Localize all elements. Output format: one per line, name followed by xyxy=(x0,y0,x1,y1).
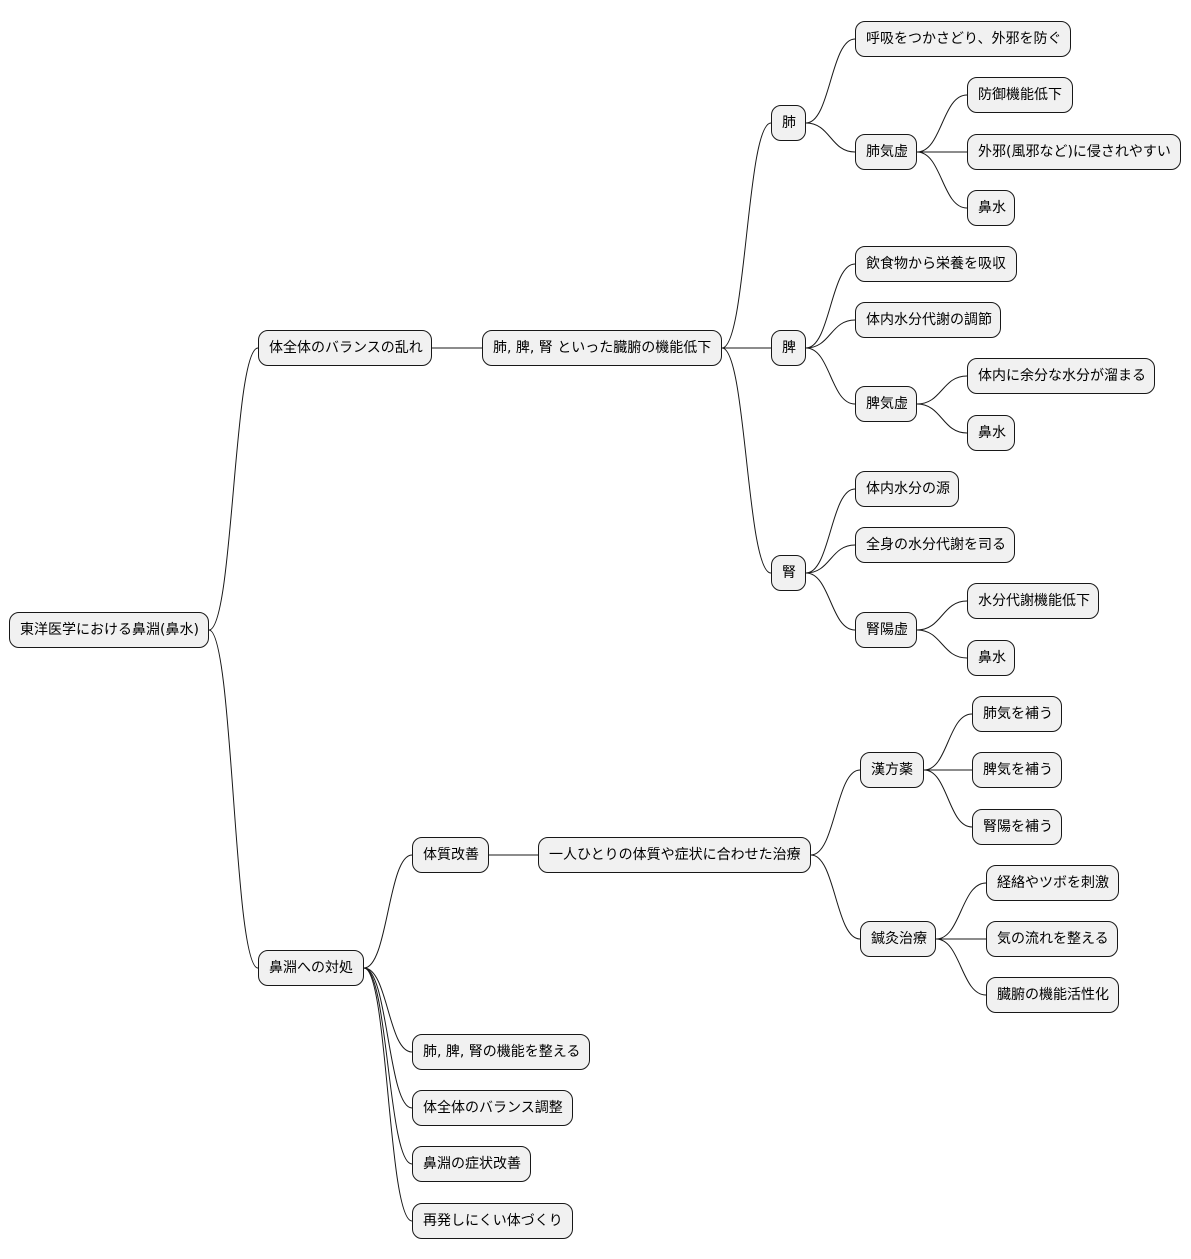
connector-line xyxy=(935,938,987,996)
connector-line xyxy=(923,769,973,828)
node-lung-qi-deficiency: 肺気虚 xyxy=(855,134,917,170)
connector-line xyxy=(805,38,856,124)
connector-line xyxy=(916,600,968,631)
connector-line xyxy=(363,967,413,1109)
connector-line xyxy=(721,122,772,349)
connector-line xyxy=(721,347,772,574)
node-kampo-spleen: 脾気を補う xyxy=(972,752,1062,788)
node-treat-symptoms: 鼻淵の症状改善 xyxy=(412,1146,531,1182)
connector-line xyxy=(923,713,973,771)
node-acu-qi-flow: 気の流れを整える xyxy=(986,921,1118,957)
connector-line xyxy=(916,403,968,434)
node-kidney-yang-deficiency: 腎陽虚 xyxy=(855,612,917,648)
connector-line xyxy=(363,967,413,1165)
connector-line xyxy=(916,94,968,153)
node-lung: 肺 xyxy=(771,105,806,141)
node-spleen-water: 体内水分代謝の調節 xyxy=(855,302,1001,338)
node-runny-nose-2: 鼻水 xyxy=(967,415,1015,451)
connector-line xyxy=(805,263,856,349)
node-treat-organs: 肺, 脾, 腎の機能を整える xyxy=(412,1034,590,1070)
connector-line xyxy=(805,544,856,574)
connector-line xyxy=(805,488,856,574)
connector-line xyxy=(805,122,856,153)
node-organ-function-decline: 肺, 脾, 腎 といった臓腑の機能低下 xyxy=(482,330,722,366)
node-acu-organ-activation: 臓腑の機能活性化 xyxy=(986,977,1119,1013)
node-constitution: 体質改善 xyxy=(412,837,489,873)
node-excess-water: 体内に余分な水分が溜まる xyxy=(967,358,1155,394)
node-spleen: 脾 xyxy=(771,330,806,366)
node-treat-prevention: 再発しにくい体づくり xyxy=(412,1203,573,1239)
node-runny-nose-3: 鼻水 xyxy=(967,640,1015,676)
root-node: 東洋医学における鼻淵(鼻水) xyxy=(9,612,209,648)
connector-line xyxy=(208,629,259,969)
node-spleen-nutrition: 飲食物から栄養を吸収 xyxy=(855,246,1017,282)
connector-line xyxy=(916,151,968,209)
connector-line xyxy=(935,882,987,940)
connector-line xyxy=(363,854,413,969)
node-kampo-lung: 肺気を補う xyxy=(972,696,1062,732)
node-external-pathogen: 外邪(風邪など)に侵されやすい xyxy=(967,134,1181,170)
connector-line xyxy=(805,347,856,405)
connector-line xyxy=(208,347,259,631)
node-acupuncture: 鍼灸治療 xyxy=(860,921,936,957)
node-kampo: 漢方薬 xyxy=(860,752,924,788)
node-individual-treatment: 一人ひとりの体質や症状に合わせた治療 xyxy=(538,837,811,873)
node-spleen-qi-deficiency: 脾気虚 xyxy=(855,386,917,422)
node-balance-disorder: 体全体のバランスの乱れ xyxy=(258,330,432,366)
connector-line xyxy=(363,967,413,1222)
connector-line xyxy=(810,769,861,856)
node-kidney-water-metabolism: 全身の水分代謝を司る xyxy=(855,527,1015,563)
node-treatment: 鼻淵への対処 xyxy=(258,950,364,986)
node-metabolism-decline: 水分代謝機能低下 xyxy=(967,583,1099,619)
node-kampo-kidney: 腎陽を補う xyxy=(972,809,1062,845)
node-defense-decline: 防御機能低下 xyxy=(967,77,1073,113)
node-kidney-water-source: 体内水分の源 xyxy=(855,471,959,507)
node-lung-role: 呼吸をつかさどり、外邪を防ぐ xyxy=(855,21,1071,57)
node-acu-meridians: 経絡やツボを刺激 xyxy=(986,865,1119,901)
connector-line xyxy=(363,967,413,1053)
connector-line xyxy=(810,854,861,940)
connector-line xyxy=(805,319,856,349)
connector-line xyxy=(916,629,968,659)
connector-line xyxy=(916,375,968,405)
node-treat-balance: 体全体のバランス調整 xyxy=(412,1090,573,1126)
node-runny-nose-1: 鼻水 xyxy=(967,190,1015,226)
connector-line xyxy=(805,572,856,631)
node-kidney: 腎 xyxy=(771,555,806,591)
